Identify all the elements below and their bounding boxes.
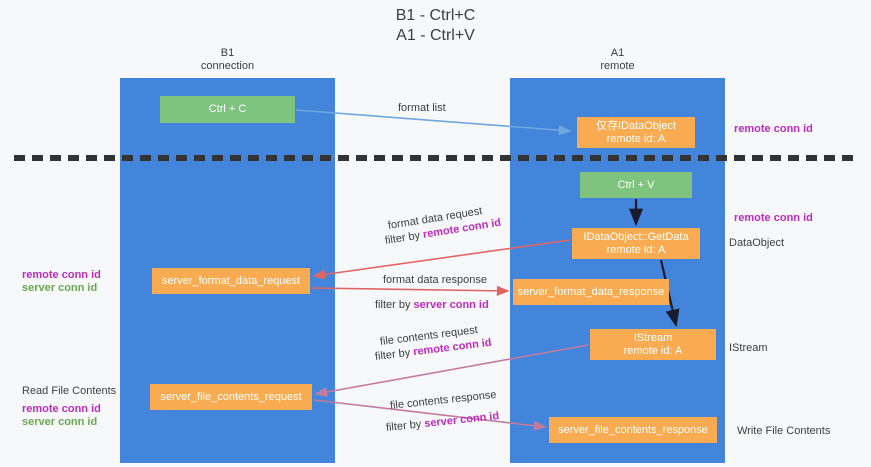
edge-label-format-data-response: format data response [383,274,487,286]
node-server-format-data-request[interactable]: server_format_data_request [152,268,310,294]
node-idataobject-remote-id: remote id: A [606,132,666,145]
node-ctrl-c-label: Ctrl + C [208,103,247,115]
node-getdata-remote-id: remote id: A [606,243,666,256]
filter-prefix: filter by [374,346,414,363]
node-getdata-label: IDataObject::GetData [583,230,689,243]
node-idataobject-label: 仅存IDataObject [595,119,677,132]
right-annotation-write-file-contents: Write File Contents [737,425,831,437]
node-idataobject-getdata[interactable]: IDataObject::GetData remote id: A [572,228,700,259]
node-idataobject[interactable]: 仅存IDataObject remote id: A [577,117,695,148]
filter-key-server-conn-id: server conn id [413,299,489,311]
filter-prefix: filter by [385,418,425,434]
swimlane-header-a1: A1 remote [510,47,725,73]
swimlane-b1-name: B1 [220,47,235,59]
swimlane-header-b1: B1 connection [120,47,335,73]
node-istream[interactable]: IStream remote id: A [590,329,716,360]
node-ctrl-c[interactable]: Ctrl + C [160,96,295,123]
node-ctrl-v-label: Ctrl + V [617,178,655,191]
filter-prefix: filter by [375,299,414,311]
node-server-format-data-response[interactable]: server_format_data_response [513,279,669,305]
edge-label-file-contents-response-filter: filter by server conn id [385,409,500,435]
title-line-2: A1 - Ctrl+V [396,27,475,44]
node-istream-label: IStream [633,331,673,344]
node-server-file-contents-response-label: server_file_contents_response [558,423,708,436]
swimlane-b1-sublabel: connection [200,60,255,72]
node-server-file-contents-request-label: server_file_contents_request [160,390,302,403]
node-ctrl-v[interactable]: Ctrl + V [580,172,692,198]
right-annotation-dataobject: DataObject [729,237,785,249]
left-annotation-server-conn-id-2: server conn id [22,416,98,428]
page-title: B1 - Ctrl+C A1 - Ctrl+V [0,6,871,46]
node-server-format-data-request-label: server_format_data_request [161,274,301,287]
right-annotation-remote-conn-id-2: remote conn id [734,212,813,224]
left-annotation-server-conn-id-1: server conn id [22,282,98,294]
node-istream-remote-id: remote id: A [623,344,683,357]
left-annotation-remote-conn-id-2: remote conn id [22,403,101,415]
edge-label-format-list: format list [398,102,446,114]
arrow-format-data-response [311,285,510,296]
edge-label-format-data-response-filter: filter by server conn id [375,298,489,312]
swimlane-a1-name: A1 [610,47,625,59]
left-annotation-remote-conn-id-1: remote conn id [22,269,101,281]
left-annotation-read-file-contents: Read File Contents [22,385,117,397]
right-annotation-istream: IStream [729,342,768,354]
title-line-1: B1 - Ctrl+C [395,7,476,24]
swimlane-a1-sublabel: remote [600,60,635,72]
node-server-format-data-response-label: server_format_data_response [517,285,665,298]
phase-divider [14,155,857,161]
node-server-file-contents-request[interactable]: server_file_contents_request [150,384,312,410]
right-annotation-remote-conn-id-1: remote conn id [734,123,813,135]
node-server-file-contents-response[interactable]: server_file_contents_response [549,417,717,443]
filter-key-server-conn-id: server conn id [423,410,500,430]
edge-label-file-contents-response: file contents response [389,388,498,412]
